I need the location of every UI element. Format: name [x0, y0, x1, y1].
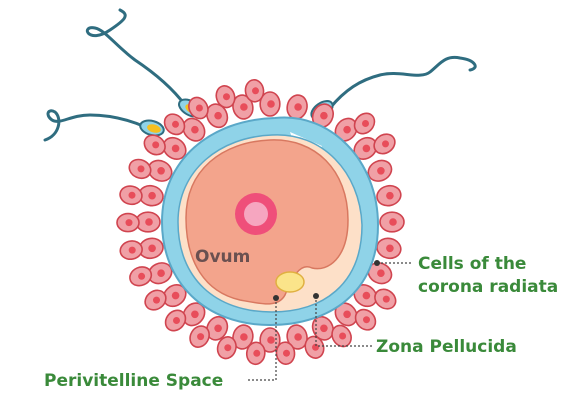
corona-cell-nucleus [253, 349, 261, 357]
ovum-label: Ovum [195, 247, 250, 267]
corona-cell-nucleus [148, 191, 156, 200]
sperm-tail [328, 55, 477, 110]
perivitelline-leader [246, 298, 277, 381]
corona-cell-nucleus [138, 272, 146, 280]
polar-body [275, 271, 305, 293]
corona-cell-nucleus [283, 349, 290, 357]
corona-cell-nucleus [240, 333, 248, 341]
sperm-tail [85, 8, 187, 107]
corona-cell-nucleus [224, 344, 232, 352]
corona-cell-nucleus [312, 343, 319, 351]
corona-cell-nucleus [197, 333, 205, 341]
corona-cell-nucleus [362, 120, 369, 127]
corona-cell-nucleus [377, 167, 385, 175]
corona-cell-nucleus [267, 100, 275, 108]
corona-cell-nucleus [128, 246, 136, 254]
corona-label-line2: corona radiata [418, 277, 558, 297]
corona-cell-nucleus [377, 269, 385, 278]
corona-cell-nucleus [343, 125, 351, 134]
zona-label: Zona Pellucida [376, 337, 517, 357]
corona-cell-nucleus [148, 244, 156, 253]
corona-cell-nucleus [191, 310, 199, 319]
corona-cell-nucleus [171, 291, 180, 300]
corona-cell-nucleus [171, 144, 180, 153]
leader-lines [246, 262, 412, 381]
corona-cell-nucleus [214, 111, 222, 120]
perivitelline-leader-dot [273, 295, 279, 301]
corona-cell-nucleus [389, 218, 397, 226]
corona-cell-nucleus [173, 317, 180, 324]
corona-cell-nucleus [223, 93, 230, 101]
corona-cell-nucleus [267, 336, 275, 344]
corona-cell-nucleus [252, 87, 259, 95]
corona-cell-nucleus [294, 333, 302, 341]
corona-cell-nucleus [382, 140, 389, 148]
corona-cell-nucleus [343, 310, 351, 319]
perivitelline-label: Perivitelline Space [44, 371, 223, 391]
corona-cell-nucleus [386, 244, 394, 253]
corona-cell-nucleus [382, 295, 390, 303]
nucleus [235, 193, 277, 235]
corona-cell-nucleus [320, 111, 328, 120]
corona-cell-nucleus [363, 316, 370, 324]
corona-cell-nucleus [386, 191, 394, 200]
zona-leader-dot [313, 293, 319, 299]
sperm-group [43, 8, 477, 142]
corona-cell-nucleus [128, 191, 136, 199]
corona-cell-nucleus [152, 141, 160, 149]
corona-cell-nucleus [362, 144, 371, 153]
corona-radiata-cells [116, 79, 405, 366]
corona-cell-nucleus [320, 324, 328, 333]
zona-leader [315, 296, 372, 347]
corona-cell-nucleus [172, 120, 179, 128]
corona-cell-nucleus [294, 103, 302, 111]
sperm-tail [43, 109, 150, 142]
corona-cell-nucleus [157, 167, 165, 175]
corona-cell-nucleus [339, 332, 347, 340]
corona-cell-nucleus [157, 269, 165, 278]
corona-cell-nucleus [145, 218, 153, 226]
corona-leader-dot [374, 260, 380, 266]
corona-cell-nucleus [214, 324, 222, 333]
corona-cell-nucleus [153, 296, 160, 304]
corona-cell-nucleus [362, 291, 371, 300]
corona-cell-nucleus [125, 219, 133, 227]
corona-label-line1: Cells of the [418, 254, 526, 274]
corona-cell-nucleus [137, 165, 145, 173]
corona-cell-nucleus [191, 125, 199, 134]
corona-cell-nucleus [195, 104, 203, 112]
corona-cell-nucleus [240, 103, 248, 111]
